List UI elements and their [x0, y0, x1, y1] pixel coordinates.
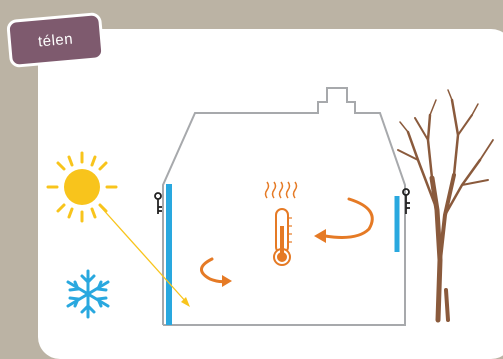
tree-icon	[397, 89, 494, 323]
house-outline	[162, 87, 406, 326]
sun-icon	[46, 151, 118, 223]
sun-ray	[99, 205, 190, 307]
snowflake-icon	[66, 269, 110, 319]
air-flow-arrow-right	[314, 197, 374, 243]
thermometer-icon	[273, 208, 292, 266]
diagram-panel	[38, 29, 503, 359]
window-latch-icon	[402, 188, 410, 214]
window-latch-icon	[154, 192, 162, 214]
heat-waves-icon	[264, 181, 298, 199]
house-scene	[46, 87, 494, 326]
air-flow-arrow-left	[200, 257, 232, 287]
